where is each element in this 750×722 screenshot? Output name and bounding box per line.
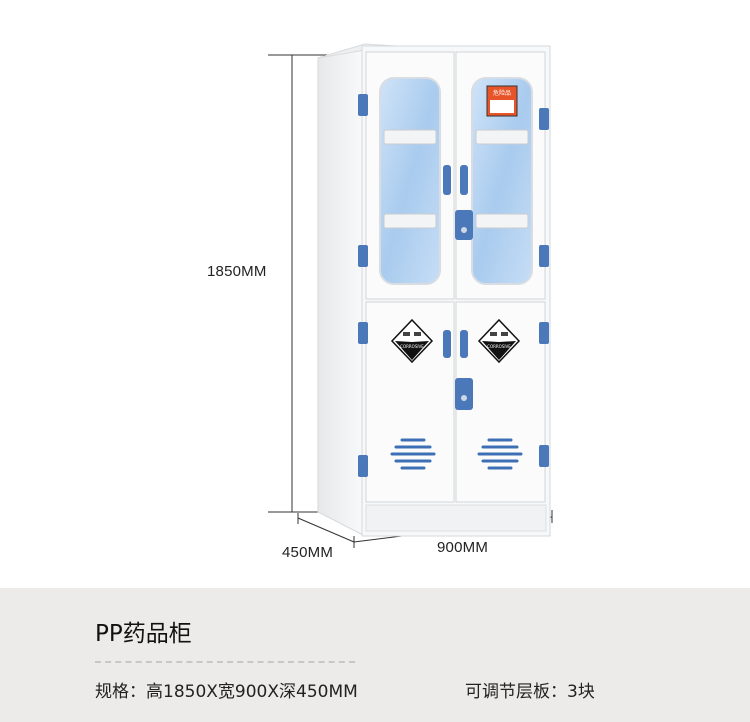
upper-left-glass	[379, 77, 441, 285]
product-illustration: 危险品 CORROSIVE CORROSIVE	[268, 43, 553, 548]
keyhole-icon	[461, 395, 467, 401]
width-dimension-label: 900MM	[437, 539, 489, 556]
corrosive-icon: CORROSIVE	[477, 318, 521, 364]
cabinet-side	[317, 43, 366, 537]
door-handle[interactable]	[460, 330, 468, 358]
spec-shelves: 可调节层板：3块	[465, 682, 595, 702]
cabinet-plinth	[365, 504, 547, 532]
corrosive-label: CORROSIVE	[400, 344, 424, 349]
spec-dimensions: 规格：高1850X宽900X深450MM	[95, 682, 358, 702]
vent-icon	[477, 438, 523, 470]
title-divider	[95, 661, 355, 663]
keyhole-icon	[461, 227, 467, 233]
warning-label-text: 危险品	[493, 89, 511, 97]
door-lock[interactable]	[455, 210, 473, 240]
product-title: PP药品柜	[95, 621, 192, 647]
shelf	[383, 129, 529, 229]
product-info-panel: PP药品柜 规格：高1850X宽900X深450MM 可调节层板：3块	[0, 588, 750, 722]
door-handle[interactable]	[443, 330, 451, 358]
corrosive-icon: CORROSIVE	[390, 318, 434, 364]
hinge	[358, 94, 549, 477]
height-dimension-label: 1850MM	[207, 263, 267, 280]
door-lock[interactable]	[455, 378, 473, 410]
cabinet: 危险品 CORROSIVE CORROSIVE	[317, 43, 551, 537]
warning-label: 危险品	[486, 85, 518, 117]
door-handle[interactable]	[443, 165, 451, 195]
vent-icon	[390, 438, 436, 470]
corrosive-label: CORROSIVE	[487, 344, 511, 349]
door-handle[interactable]	[460, 165, 468, 195]
depth-dimension-label: 450MM	[282, 544, 334, 561]
